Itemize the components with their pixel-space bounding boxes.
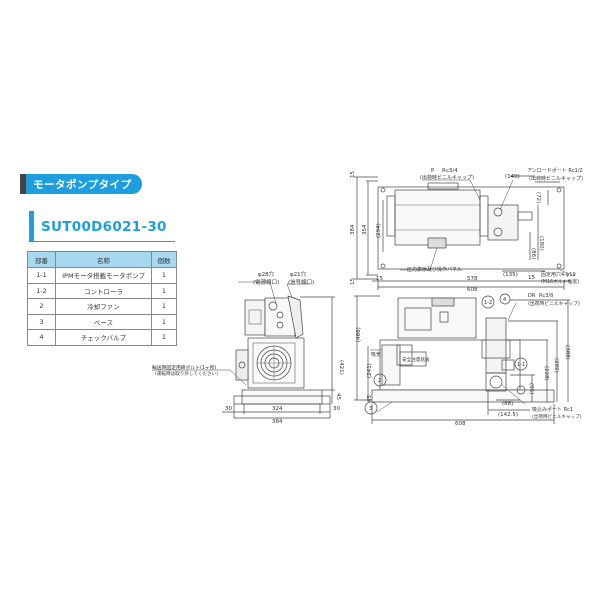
side-hole-power-sub: (電源線口) [253, 278, 279, 286]
dim-front-241: (241) [367, 363, 373, 378]
dim-front-95: (95) [528, 383, 534, 394]
top-panel: 圧力表示及び操作パネル [407, 266, 462, 273]
dim-top-578: 578 [467, 276, 478, 282]
front-port-dr-sub: (出荷時ビニルキャップ) [528, 300, 580, 307]
callout-1-2: 1-2 [484, 300, 492, 306]
dim-side-mid: 324 [272, 406, 283, 412]
top-unload-port: アンロードポート Rc1/2 [527, 167, 583, 174]
dim-front-608: 608 [455, 421, 466, 427]
dim-front-228: (228) [543, 366, 549, 381]
part-qty: 1 [151, 282, 177, 299]
dim-top-180: (180) [538, 236, 544, 251]
parts-table: 部番 名称 個数 1-1 IPMモータ搭載モータポンプ 1 1-2 コントローラ… [27, 251, 177, 346]
side-view [152, 281, 335, 419]
table-row: 1-2 コントローラ 1 [27, 282, 177, 299]
controller-box [244, 299, 266, 336]
header-qty: 個数 [151, 251, 177, 268]
dim-top-135: (135) [503, 272, 518, 278]
dim-top-15-top: 15 [350, 171, 356, 178]
top-port-p-sub: (出荷時ビニルキャップ) [420, 174, 474, 181]
callout-3: 3 [369, 406, 372, 412]
top-mount-holes-sub: (M16ボルト推奨) [541, 278, 579, 285]
dim-front-466: (466) [356, 327, 362, 342]
dim-top-294: (294) [376, 223, 382, 238]
side-transport-bolt-sub: (運転時は取り外してください) [155, 370, 218, 377]
callout-2: 2 [378, 378, 381, 384]
dim-top-140: (140) [505, 174, 520, 180]
header-part-no: 部番 [27, 251, 56, 268]
dim-top-354: 354 [362, 224, 368, 235]
table-row: 4 チェックバルブ 1 [27, 329, 177, 346]
dim-side-left: 30 [225, 406, 232, 412]
top-mount-holes: 固定用穴4-φ19 [541, 271, 576, 278]
top-unload-port-sub: (出荷時ビニルキャップ) [529, 175, 583, 182]
dim-side-base: 45 [335, 393, 341, 400]
side-hole-power: φ28穴 [258, 270, 275, 278]
dim-top-608: 608 [467, 287, 478, 293]
dim-top-15-right: 15 [528, 275, 535, 281]
dim-front-388: (388) [564, 345, 570, 360]
dim-top-15-bot: 15 [350, 278, 356, 285]
part-qty: 1 [151, 329, 177, 346]
section-title-edge [20, 174, 26, 194]
dim-side-height: (421) [338, 360, 344, 375]
dim-top-86: (86) [530, 248, 536, 259]
callout-4: 4 [503, 297, 506, 303]
parts-table-header: 部番 名称 個数 [27, 251, 177, 268]
front-port-dr-spec: Rc3/8 [539, 293, 553, 299]
dim-top-15-left: 15 [376, 276, 383, 282]
table-row: 3 ベース 1 [27, 313, 177, 330]
front-intake-sub: (出荷時ビニルキャップ) [532, 413, 582, 420]
section-title: モータポンプタイプ [33, 179, 132, 191]
top-view [354, 175, 576, 290]
callout-1-1: 1-1 [517, 362, 525, 368]
side-hole-signal: φ21穴 [290, 270, 307, 278]
dim-front-88: (88) [502, 401, 513, 407]
front-port-dr: DR [528, 293, 536, 299]
front-air-in: 吸気 [371, 351, 381, 358]
header-name: 名称 [55, 251, 152, 268]
dim-front-1425: (142.5) [498, 412, 518, 418]
dim-side-right: 30 [333, 406, 340, 412]
front-view [354, 293, 570, 424]
dim-side-total: 384 [272, 419, 283, 425]
section-title-bar: モータポンプタイプ [20, 174, 142, 194]
dim-top-384: 384 [350, 224, 356, 235]
table-row: 1-1 IPMモータ搭載モータポンプ 1 [27, 267, 177, 284]
model-heading-bar [29, 211, 34, 241]
front-safety-label: 安全注意銘板 [402, 356, 430, 363]
side-hole-signal-sub: (信号線口) [288, 278, 314, 286]
model-name: SUT00D6021-30 [41, 219, 167, 235]
model-heading: SUT00D6021-30 [29, 211, 175, 242]
top-port-p-spec: Rc3/4 [442, 168, 458, 174]
side-transport-bolt: 輸送時固定用締ボルト(1ヶ所) [152, 364, 216, 371]
front-intake: 吸込みポート Rc1 [532, 406, 573, 413]
top-port-p: P [431, 168, 435, 174]
dim-front-282: (282) [553, 358, 559, 373]
dim-top-72: (72) [535, 192, 541, 203]
dim-front-45: 45 [367, 395, 373, 402]
